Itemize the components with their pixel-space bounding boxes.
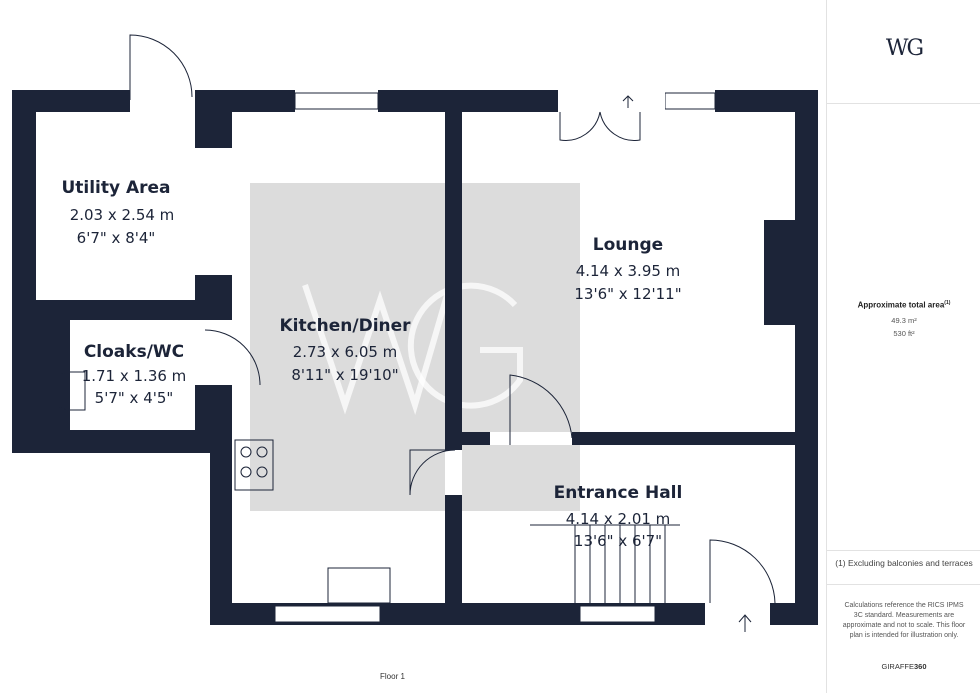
info-sidebar: WG Approximate total area(1) 49.3 m² 530… xyxy=(826,0,980,693)
floor-plan: Utility Area 2.03 x 2.54 m 6'7" x 8'4" C… xyxy=(12,34,818,632)
walls xyxy=(12,90,818,625)
room-label-hall: Entrance Hall 4.14 x 2.01 m 13'6" x 6'7" xyxy=(554,483,683,550)
fixtures xyxy=(50,371,680,604)
brand-logo: WG xyxy=(885,36,924,61)
svg-text:Cloaks/WC: Cloaks/WC xyxy=(84,342,184,362)
room-label-cloaks: Cloaks/WC 1.71 x 1.36 m 5'7" x 4'5" xyxy=(82,342,187,407)
svg-text:1.71 x 1.36 m: 1.71 x 1.36 m xyxy=(82,367,187,385)
svg-text:8'11" x 19'10": 8'11" x 19'10" xyxy=(291,366,398,384)
svg-text:13'6" x 12'11": 13'6" x 12'11" xyxy=(574,285,681,303)
floor-label: Floor 1 xyxy=(380,672,405,681)
svg-text:Lounge: Lounge xyxy=(593,235,663,255)
svg-text:4.14 x 3.95 m: 4.14 x 3.95 m xyxy=(576,262,681,280)
area-m2: 49.3 m² xyxy=(891,316,917,325)
watermark-logo xyxy=(302,282,523,416)
svg-text:5'7" x 4'5": 5'7" x 4'5" xyxy=(95,389,174,407)
door-swings xyxy=(129,34,776,604)
giraffe360-brand: GIRAFFE360 xyxy=(881,662,927,671)
area-title: Approximate total area(1) xyxy=(857,300,951,310)
svg-text:13'6" x 6'7": 13'6" x 6'7" xyxy=(574,532,662,550)
entrance-arrow-icon xyxy=(622,95,752,632)
watermark-background xyxy=(250,183,580,511)
svg-text:2.73 x 6.05 m: 2.73 x 6.05 m xyxy=(293,343,398,361)
footnote: (1) Excluding balconies and terraces xyxy=(835,558,973,568)
disclaimer: Calculations reference the RICS IPMS 3C … xyxy=(842,602,966,639)
svg-text:2.03 x 2.54 m: 2.03 x 2.54 m xyxy=(70,206,175,224)
svg-text:6'7" x 8'4": 6'7" x 8'4" xyxy=(77,229,156,247)
svg-text:Kitchen/Diner: Kitchen/Diner xyxy=(279,316,411,336)
svg-text:4.14 x 2.01 m: 4.14 x 2.01 m xyxy=(566,510,671,528)
svg-text:Utility Area: Utility Area xyxy=(61,178,170,198)
room-label-kitchen: Kitchen/Diner 2.73 x 6.05 m 8'11" x 19'1… xyxy=(279,316,411,384)
door-openings xyxy=(130,90,770,625)
room-label-utility: Utility Area 2.03 x 2.54 m 6'7" x 8'4" xyxy=(61,178,174,247)
area-ft2: 530 ft² xyxy=(893,329,915,338)
room-label-lounge: Lounge 4.14 x 3.95 m 13'6" x 12'11" xyxy=(574,235,681,303)
windows xyxy=(274,92,716,623)
svg-text:Entrance Hall: Entrance Hall xyxy=(554,483,683,503)
